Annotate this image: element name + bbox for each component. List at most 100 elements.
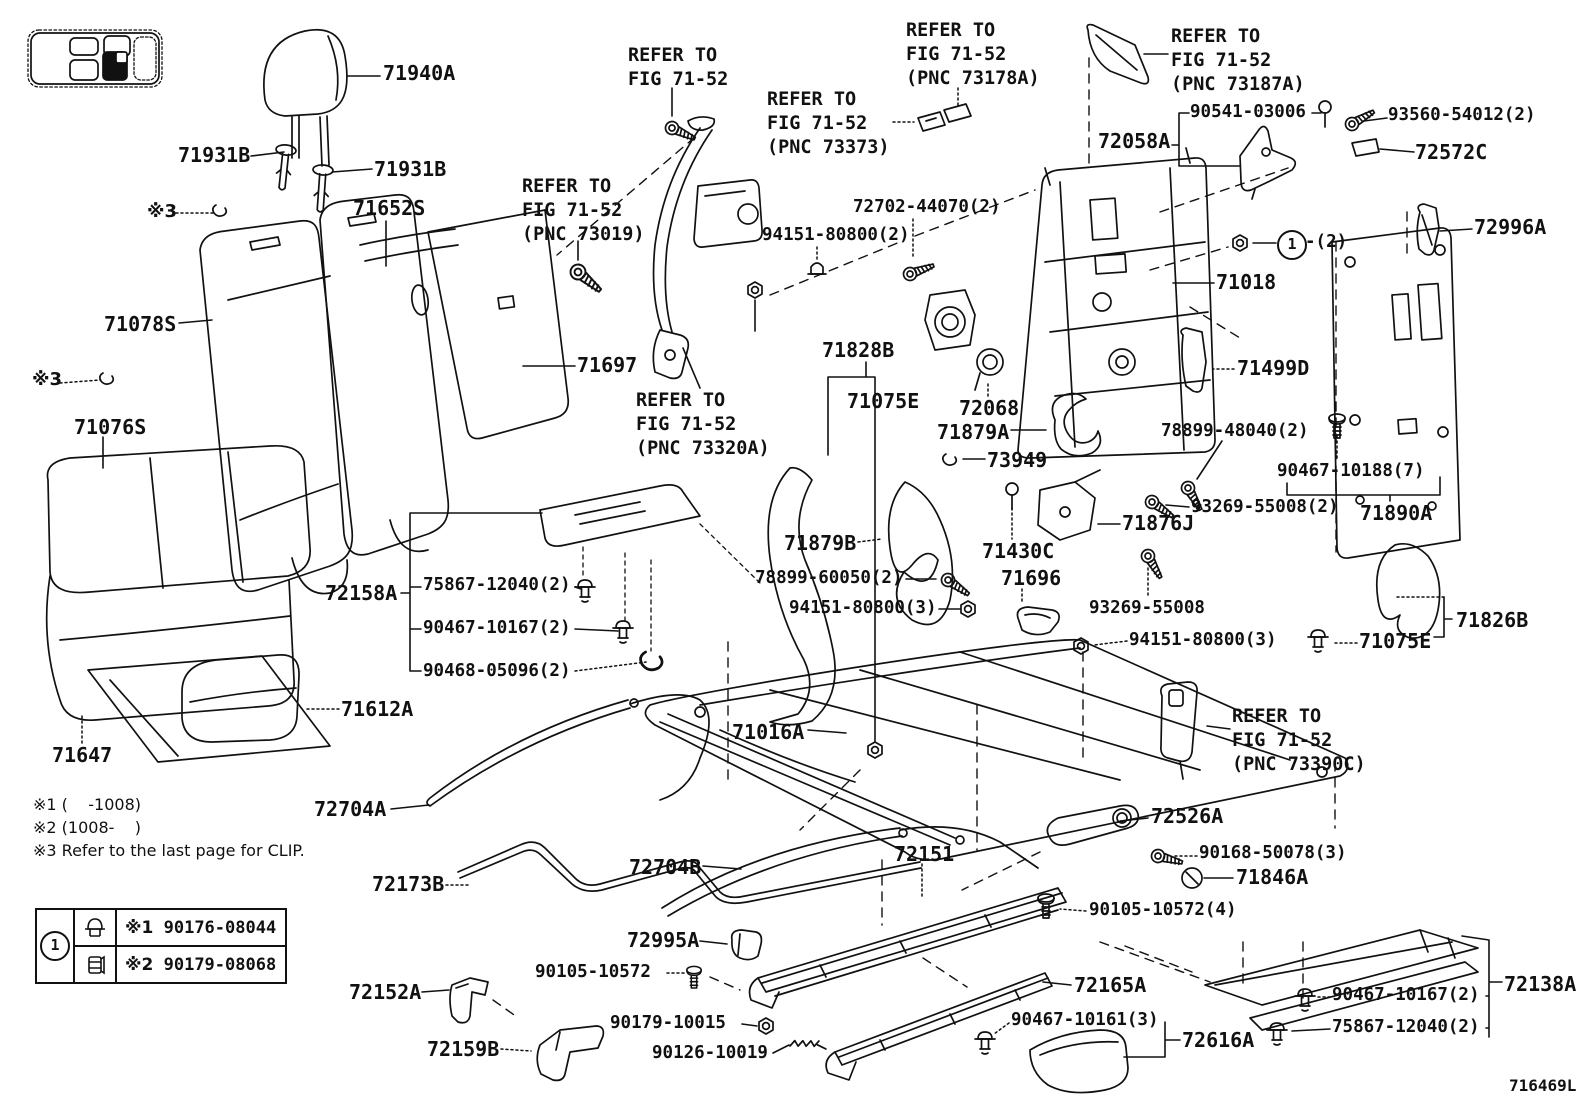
dotted-leaders — [59, 87, 1445, 1052]
label-diagram-code: 716469L — [1509, 1076, 1577, 1095]
bracket-73187A-drawing — [1086, 23, 1150, 85]
label-71016A: 71016A — [732, 720, 805, 744]
grommet-icon — [1181, 867, 1203, 889]
legend-row: ※1 90176-08044 — [75, 910, 285, 947]
label-note-3: ※3 Refer to the last page for CLIP. — [33, 841, 305, 860]
clip-icon — [1294, 988, 1316, 1012]
nut-icon — [960, 600, 976, 618]
nut-icon — [867, 741, 883, 759]
label-71697: 71697 — [577, 353, 638, 377]
label-90467-10161: 90467-10161(3) — [1011, 1010, 1159, 1030]
clip-icon — [212, 204, 228, 217]
spring-screw-icon — [789, 1036, 828, 1052]
label-72138A: 72138A — [1504, 972, 1577, 996]
seat-back-drawing — [199, 193, 459, 595]
label-71879B: 71879B — [784, 531, 857, 555]
label-72704B: 72704B — [629, 855, 702, 879]
label-note-1: ※1 ( -1008) — [33, 795, 141, 814]
belt-cover-drawing — [1046, 804, 1203, 889]
headrest-support-icons — [275, 144, 334, 213]
seat-belt-drawing — [652, 116, 763, 380]
label-72151: 72151 — [894, 842, 955, 866]
hinge-cover-drawing — [539, 484, 701, 547]
label-72173B: 72173B — [372, 872, 445, 896]
clip-icon — [639, 650, 664, 672]
legend-entry: ※1 90176-08044 — [125, 917, 277, 938]
bolt-icon — [1328, 413, 1346, 439]
label-90467-10188: 90467-10188(7) — [1277, 461, 1425, 481]
label-72158A: 72158A — [325, 581, 398, 605]
small-bracket-drawings — [449, 929, 763, 1082]
label-72995A: 72995A — [627, 928, 700, 952]
label-72702-44070: 72702-44070(2) — [853, 197, 1001, 217]
label-94151-80800-left: 94151-80800(3) — [789, 598, 937, 618]
clip-icon — [1307, 629, 1329, 653]
label-callout-qty: -(2) — [1305, 232, 1348, 252]
label-90168-50078: 90168-50078(3) — [1199, 843, 1347, 863]
pin-icon — [1318, 100, 1332, 128]
label-71931B-left: 71931B — [178, 143, 251, 167]
label-71075E-left: 71075E — [847, 389, 920, 413]
label-71078S: 71078S — [104, 312, 177, 336]
label-71876J: 71876J — [1122, 511, 1195, 535]
label-90468-05096: 90468-05096(2) — [423, 661, 571, 681]
seat-mat-drawing — [87, 655, 331, 763]
label-71931B-right: 71931B — [374, 157, 447, 181]
seat-cushion-cover-drawing — [181, 654, 300, 743]
bolt-icon — [686, 965, 702, 989]
label-78899-48040: 78899-48040(2) — [1161, 421, 1309, 441]
label-72616A: 72616A — [1182, 1028, 1255, 1052]
nut-icon — [1232, 234, 1248, 252]
screw-icon — [1149, 847, 1185, 870]
legend-callout-cell: 1 — [37, 910, 75, 982]
nut-icon — [758, 1017, 774, 1035]
label-90105-10572: 90105-10572 — [535, 962, 651, 982]
label-90541-03006: 90541-03006 — [1190, 102, 1306, 122]
clip-icon — [974, 1031, 996, 1055]
flange-nut-icon — [75, 947, 117, 982]
label-72152A: 72152A — [349, 980, 422, 1004]
cable-drawings — [426, 694, 1039, 917]
clip-icon — [612, 620, 634, 644]
capnut-icon — [75, 910, 117, 945]
label-72526A: 72526A — [1151, 804, 1224, 828]
seat-back-board-drawing — [427, 209, 570, 440]
label-71018: 71018 — [1216, 270, 1277, 294]
label-71828B: 71828B — [822, 338, 895, 362]
label-72165A: 72165A — [1074, 973, 1147, 997]
label-72058A: 72058A — [1098, 129, 1171, 153]
label-93269-55008-1: 93269-55008 — [1089, 598, 1205, 618]
label-note-2: ※2 (1008- ) — [33, 818, 141, 837]
label-72159B: 72159B — [427, 1037, 500, 1061]
label-71430C: 71430C — [982, 539, 1055, 563]
seat-frame-drawing — [644, 638, 1349, 861]
clip-icon — [942, 453, 958, 466]
legend-row: ※2 90179-08068 — [75, 947, 285, 982]
label-90105-10572-4: 90105-10572(4) — [1089, 900, 1237, 920]
label-71075E-right: 71075E — [1359, 629, 1432, 653]
back-panel-drawing — [1331, 227, 1461, 559]
seat-cushion-drawing — [45, 444, 311, 721]
label-71940A: 71940A — [383, 61, 456, 85]
label-72572C: 72572C — [1415, 140, 1488, 164]
clip-icon — [99, 372, 115, 385]
seat-position-icon — [27, 29, 163, 88]
seat-rail-drawings — [748, 887, 1067, 1081]
label-mark3-mid: ※3 — [32, 369, 63, 390]
legend-entry: ※2 90179-08068 — [125, 954, 277, 975]
belt-anchor-plates — [917, 103, 972, 132]
screw-icon — [938, 570, 974, 601]
dashed-drop-lines — [582, 523, 763, 652]
label-73949: 73949 — [987, 448, 1048, 472]
label-90467-10167-r: 90467-10167(2) — [1332, 985, 1480, 1005]
label-75867-12040-c: 75867-12040(2) — [423, 575, 571, 595]
